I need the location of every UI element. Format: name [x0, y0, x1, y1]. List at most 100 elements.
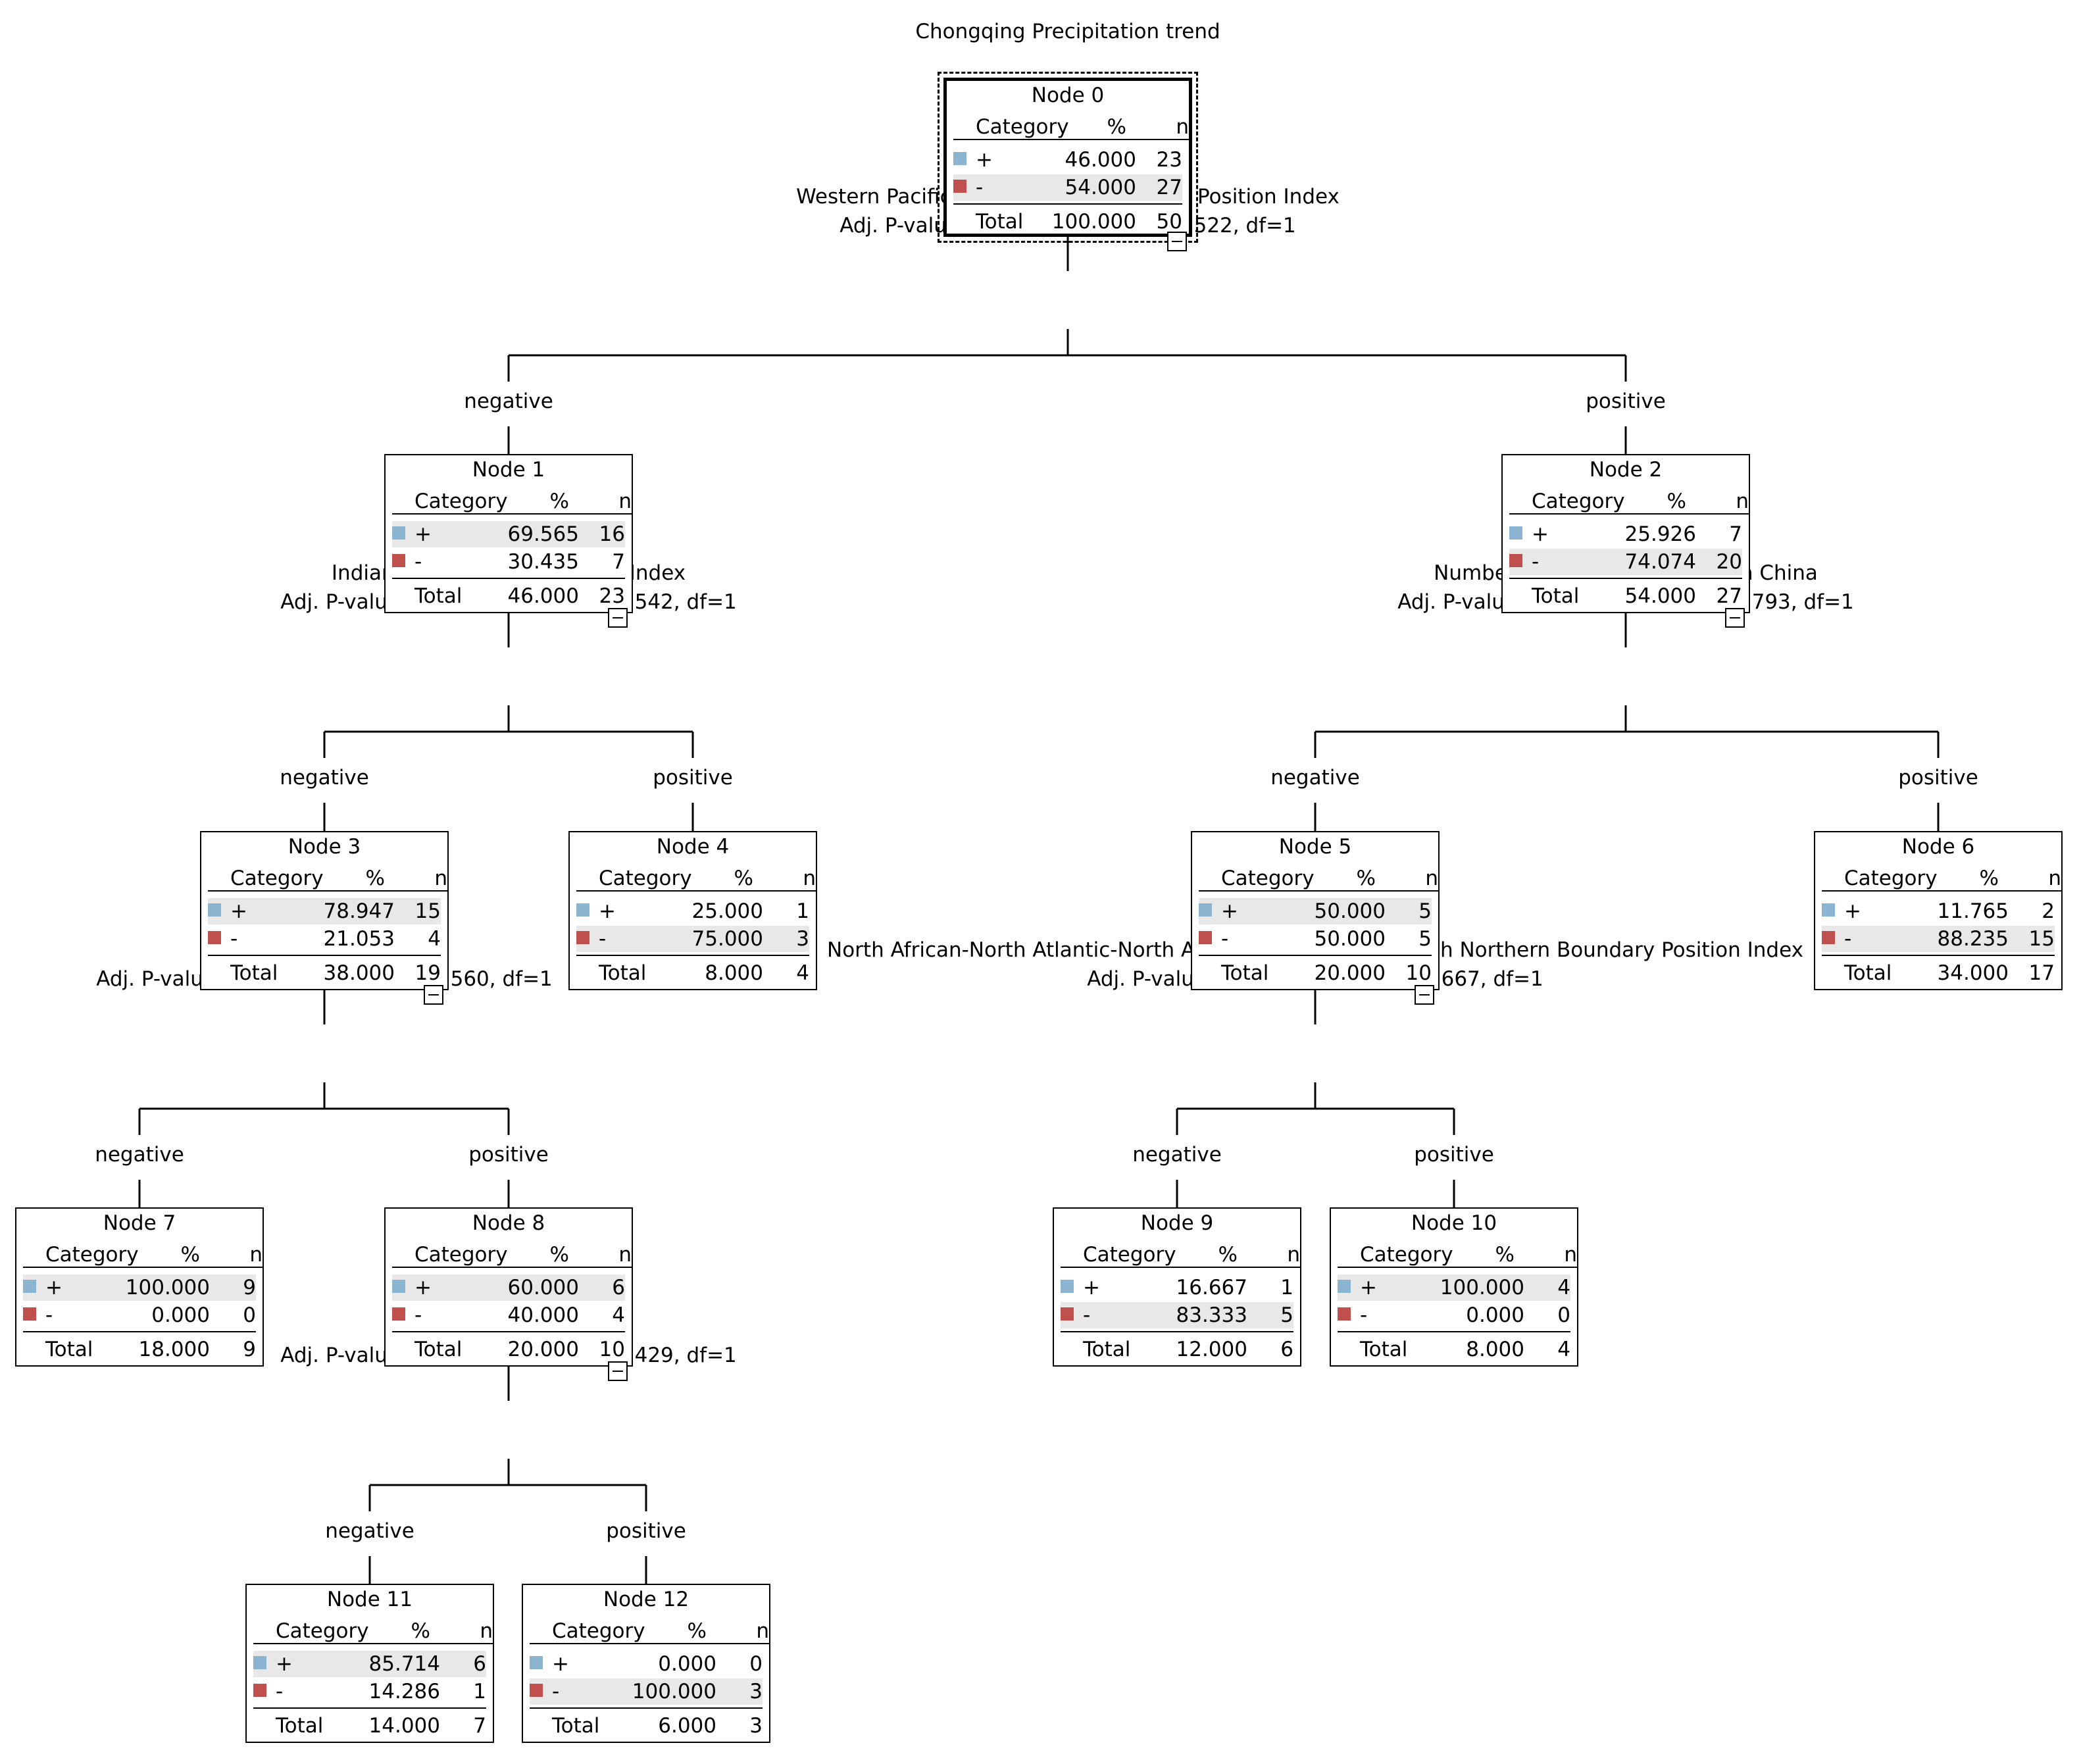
total-n: 9 — [243, 1338, 256, 1361]
node-table-header: Category%n — [23, 1243, 263, 1268]
category-swatch-plus — [208, 903, 221, 917]
branch-label-positive: positive — [1414, 1143, 1494, 1167]
total-n: 7 — [473, 1714, 486, 1738]
total-n: 27 — [1716, 584, 1742, 608]
total-pct: 46.000 — [507, 584, 579, 608]
node-title: Node 6 — [1901, 835, 1975, 859]
category-label: - — [1844, 927, 1852, 951]
category-label: - — [45, 1303, 53, 1327]
header-category: Category — [45, 1243, 139, 1267]
collapse-toggle-icon[interactable] — [1415, 985, 1434, 1005]
category-pct: 25.000 — [691, 899, 763, 923]
category-swatch-minus — [1199, 931, 1212, 944]
header-category: Category — [230, 867, 324, 890]
category-swatch-minus — [1061, 1307, 1074, 1321]
header-pct: % — [180, 1243, 200, 1267]
node-table-header: Category%n — [953, 115, 1189, 140]
category-n: 7 — [1729, 522, 1742, 546]
diagram-title: Chongqing Precipitation trend — [915, 20, 1220, 43]
category-n: 0 — [749, 1652, 763, 1676]
node-table-header: Category%n — [1199, 867, 1438, 892]
category-pct: 83.333 — [1176, 1303, 1247, 1327]
category-pct: 21.053 — [323, 927, 395, 951]
node-table-header: Category%n — [392, 490, 632, 515]
total-n: 50 — [1156, 210, 1182, 234]
category-pct: 0.000 — [1466, 1303, 1524, 1327]
total-pct: 38.000 — [323, 961, 395, 985]
category-pct: 100.000 — [632, 1680, 716, 1703]
category-label: - — [1532, 550, 1540, 574]
category-label: + — [414, 1276, 432, 1299]
header-category: Category — [414, 490, 508, 513]
header-n: n — [1736, 490, 1749, 513]
total-n: 17 — [2028, 961, 2055, 985]
node-table-header: Category%n — [1822, 867, 2061, 892]
header-n: n — [1425, 867, 1438, 890]
total-label: Total — [1083, 1338, 1131, 1361]
category-label: + — [1532, 522, 1549, 546]
collapse-toggle-icon[interactable] — [608, 608, 628, 628]
category-label: - — [1083, 1303, 1091, 1327]
total-label: Total — [976, 210, 1024, 234]
category-label: - — [552, 1680, 560, 1703]
node-table-header: Category%n — [253, 1619, 493, 1644]
collapse-toggle-icon[interactable] — [424, 985, 443, 1005]
category-label: + — [1221, 899, 1238, 923]
total-pct: 20.000 — [1314, 961, 1386, 985]
total-label: Total — [1221, 961, 1269, 985]
category-row-minus: - 100.000 3 — [530, 1678, 763, 1705]
node-title: Node 3 — [288, 835, 361, 859]
header-n: n — [618, 1243, 632, 1267]
collapse-toggle-icon[interactable] — [608, 1361, 628, 1381]
total-pct: 100.000 — [1051, 210, 1136, 234]
total-label: Total — [1360, 1338, 1408, 1361]
total-label: Total — [414, 1338, 463, 1361]
category-label: - — [1360, 1303, 1368, 1327]
total-n: 3 — [749, 1714, 763, 1738]
total-pct: 12.000 — [1176, 1338, 1247, 1361]
total-n: 19 — [414, 961, 441, 985]
total-label: Total — [552, 1714, 600, 1738]
collapse-toggle-icon[interactable] — [1167, 232, 1187, 251]
header-n: n — [1287, 1243, 1300, 1267]
total-pct: 8.000 — [1466, 1338, 1524, 1361]
category-pct: 100.000 — [125, 1276, 210, 1299]
header-pct: % — [549, 1243, 569, 1267]
category-n: 16 — [599, 522, 625, 546]
category-n: 3 — [749, 1680, 763, 1703]
collapse-toggle-icon[interactable] — [1725, 608, 1745, 628]
node-table-header: Category%n — [1061, 1243, 1300, 1268]
category-label: - — [276, 1680, 284, 1703]
category-pct: 30.435 — [507, 550, 579, 574]
header-pct: % — [1356, 867, 1376, 890]
node-title: Node 9 — [1140, 1211, 1214, 1235]
category-pct: 0.000 — [151, 1303, 210, 1327]
category-pct: 50.000 — [1314, 927, 1386, 951]
total-pct: 6.000 — [658, 1714, 716, 1738]
category-swatch-minus — [1822, 931, 1835, 944]
